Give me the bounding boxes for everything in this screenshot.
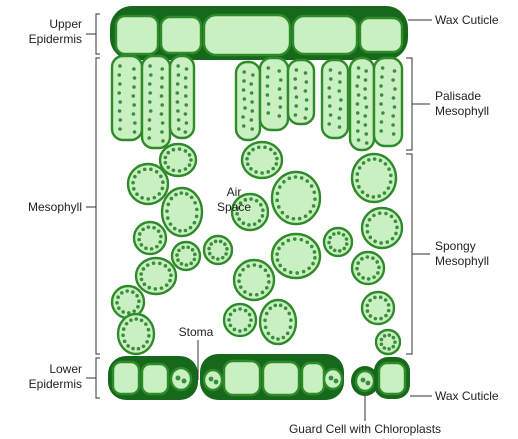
spongy-cell <box>272 172 320 224</box>
label-spongy-line1: Spongy <box>435 239 476 253</box>
epidermis-cell <box>302 363 324 394</box>
palisade-cell <box>322 60 348 138</box>
epidermis-cell <box>360 18 402 52</box>
epidermis-cell <box>293 16 357 54</box>
spongy-cell <box>272 234 320 278</box>
palisade-cell <box>142 56 170 148</box>
palisade-cell <box>374 58 402 146</box>
label-lower-epidermis-line2: Epidermis <box>29 377 82 391</box>
palisade-mesophyll-layer <box>112 56 402 150</box>
label-mesophyll: Mesophyll <box>28 200 82 214</box>
spongy-cell <box>362 292 394 324</box>
spongy-cell <box>352 154 396 202</box>
epidermis-cell <box>263 362 299 395</box>
label-air-space-line1: Air <box>227 185 242 199</box>
label-upper-epidermis-line2: Epidermis <box>29 32 82 46</box>
label-air-space-line2: Space <box>217 200 251 214</box>
epidermis-cell <box>224 361 260 395</box>
label-stoma: Stoma <box>179 325 214 339</box>
label-wax-cuticle-bottom: Wax Cuticle <box>435 389 499 403</box>
spongy-mesophyll-layer <box>112 142 402 354</box>
palisade-cell <box>288 60 314 124</box>
label-spongy-line2: Mesophyll <box>435 254 489 268</box>
epidermis-cell <box>113 362 139 394</box>
palisade-cell <box>236 62 260 140</box>
label-lower-epidermis-line1: Lower <box>49 362 82 376</box>
palisade-cell <box>350 58 374 150</box>
epidermis-cell <box>142 364 168 394</box>
epidermis-cell <box>379 363 405 394</box>
label-palisade-line1: Palisade <box>435 89 481 103</box>
epidermis-cell <box>204 15 290 55</box>
label-upper-epidermis-line1: Upper <box>49 17 82 31</box>
epidermis-cell <box>116 16 158 54</box>
guard-cell <box>171 368 191 390</box>
palisade-cell <box>112 56 142 140</box>
palisade-cell <box>170 56 194 138</box>
upper-epidermis <box>110 6 408 60</box>
label-palisade-line2: Mesophyll <box>435 104 489 118</box>
label-wax-cuticle-top: Wax Cuticle <box>435 13 499 27</box>
lower-epidermis <box>108 354 410 400</box>
palisade-cell <box>260 58 288 130</box>
label-guard-cell: Guard Cell with Chloroplasts <box>289 422 441 436</box>
epidermis-cell <box>161 17 201 53</box>
